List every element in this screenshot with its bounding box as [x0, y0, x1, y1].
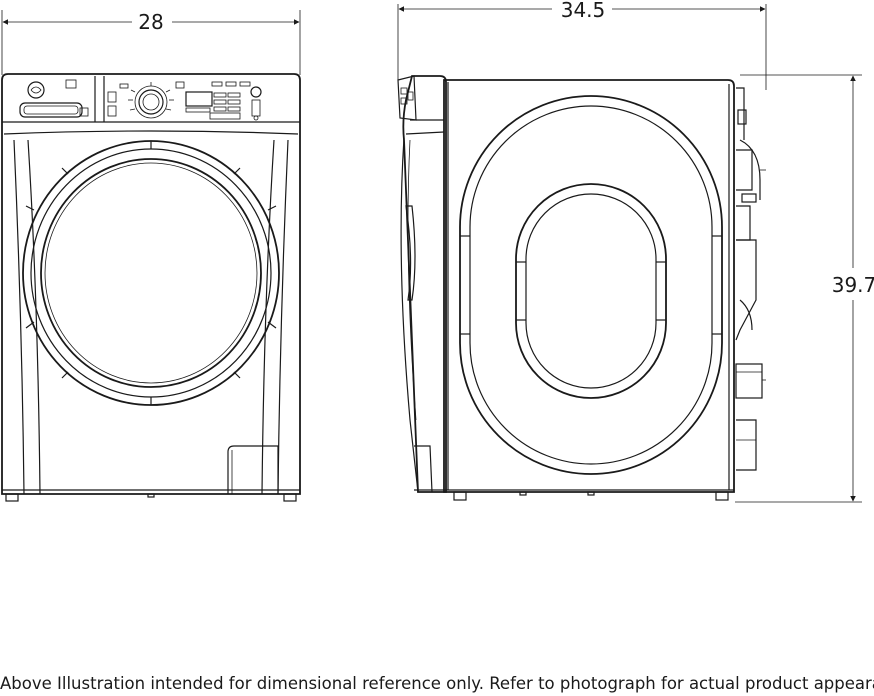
side-view	[397, 75, 766, 501]
disclaimer-caption: Above Illustration intended for dimensio…	[0, 674, 874, 693]
front-view	[1, 73, 301, 502]
side-panel-outer	[459, 95, 723, 475]
door-glass	[40, 158, 262, 388]
width-dimension: 28	[1, 10, 301, 75]
side-panel-inner	[515, 183, 667, 399]
cycle-knob-icon	[138, 89, 164, 115]
depth-dimension: 34.5	[397, 0, 767, 90]
door-handle	[405, 205, 416, 301]
height-dimension: 39.7	[735, 74, 874, 503]
door-outer-ring	[22, 140, 280, 406]
dispenser-drawer	[19, 102, 83, 118]
rear-fittings	[735, 87, 766, 471]
front-right-foot	[283, 493, 297, 502]
display-panel	[185, 91, 213, 107]
height-value: 39.7	[832, 273, 874, 297]
width-value: 28	[138, 10, 163, 34]
side-front-foot	[453, 491, 467, 501]
filter-access-door	[227, 445, 279, 494]
side-rear-foot	[715, 491, 729, 501]
depth-value: 34.5	[561, 0, 606, 22]
power-button-icon	[250, 86, 262, 98]
brand-logo-icon	[27, 81, 45, 99]
front-left-foot	[5, 493, 19, 502]
